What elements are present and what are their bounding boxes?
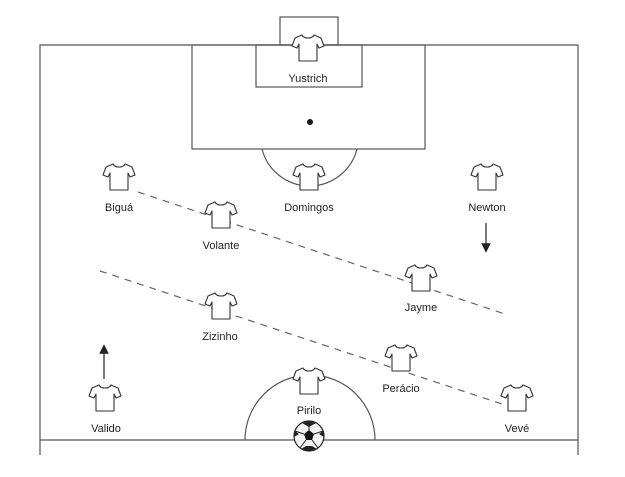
player-name: Perácio — [382, 383, 419, 395]
player-name: Biguá — [105, 202, 134, 214]
shirt-icon — [204, 292, 238, 320]
shirt-icon — [292, 163, 326, 191]
player-name: Domingos — [284, 202, 334, 214]
shirt-icon — [470, 163, 504, 191]
player-pirilo: Pirilo — [292, 367, 326, 417]
player-zizinho: Zizinho — [202, 292, 238, 343]
player-name: Yustrich — [288, 73, 327, 85]
shirt-icon — [88, 384, 122, 412]
player-name: Jayme — [405, 302, 437, 314]
shirt-icon — [204, 201, 238, 229]
player-name: Zizinho — [202, 331, 237, 343]
penalty-spot — [307, 119, 313, 125]
lower-dashed-line — [99, 270, 506, 406]
player-yustrich: Yustrich — [288, 34, 328, 85]
shirt-icon — [404, 264, 438, 292]
player-peracio: Perácio — [382, 344, 420, 395]
player-name: Valido — [91, 423, 121, 435]
player-bigua: Biguá — [102, 163, 136, 214]
player-veve: Vevé — [500, 384, 534, 435]
soccer-ball-icon — [293, 420, 325, 452]
shirt-icon — [500, 384, 534, 412]
shirt-icon — [292, 367, 326, 395]
shirt-icon — [102, 163, 136, 191]
player-name: Vevé — [505, 423, 529, 435]
player-valido: Valido — [88, 384, 122, 435]
player-domingos: Domingos — [284, 163, 334, 214]
player-name: Volante — [203, 240, 240, 252]
player-name: Newton — [468, 202, 505, 214]
shirt-icon — [291, 34, 325, 62]
player-name: Pirilo — [297, 405, 321, 417]
player-newton: Newton — [468, 163, 506, 214]
player-jayme: Jayme — [404, 264, 438, 314]
player-volante: Volante — [203, 201, 240, 252]
